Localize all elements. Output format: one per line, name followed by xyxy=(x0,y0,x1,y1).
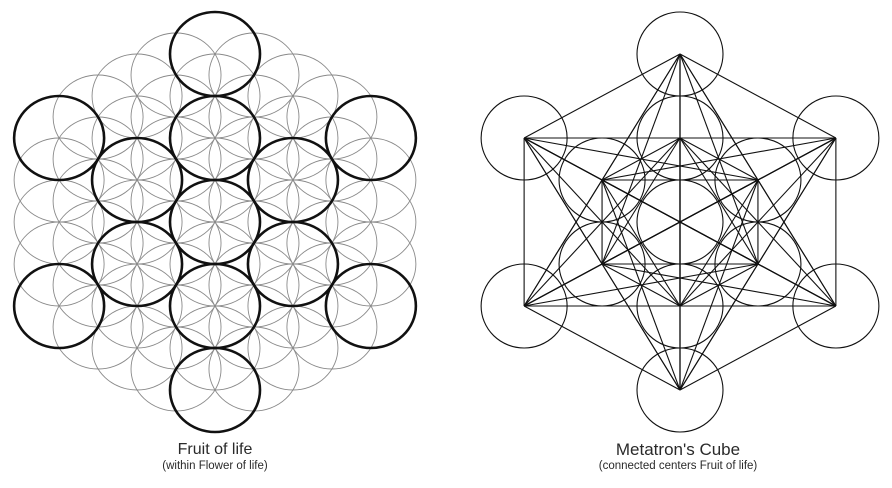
connecting-line xyxy=(679,179,759,391)
fruit-circle xyxy=(12,262,106,350)
metatron-circle xyxy=(714,137,802,223)
fruit-circle xyxy=(90,220,184,308)
fruit-circle xyxy=(12,94,106,182)
connecting-line xyxy=(523,53,681,139)
fruit-of-life-circles xyxy=(12,10,418,434)
connecting-line xyxy=(523,137,837,307)
connecting-line xyxy=(679,53,759,265)
fruit-of-life-subtitle: (within Flower of life) xyxy=(162,460,268,472)
connecting-line xyxy=(524,137,759,181)
metatrons-cube-title: Metatron's Cube xyxy=(615,440,741,459)
metatrons-cube-circles xyxy=(480,11,880,433)
metatrons-cube-lines xyxy=(523,53,837,391)
fruit-circle xyxy=(324,94,418,182)
metatron-circle xyxy=(480,95,568,181)
fruit-of-life-title: Fruit of life xyxy=(177,441,253,458)
fruit-circle xyxy=(246,136,340,224)
fruit-circle xyxy=(168,346,262,434)
fruit-circle xyxy=(324,262,418,350)
connecting-line xyxy=(679,137,837,391)
metatrons-cube-subtitle: (connected centers Fruit of life) xyxy=(598,460,758,472)
metatron-circle xyxy=(636,11,724,97)
metatron-circle xyxy=(792,263,880,349)
connecting-line xyxy=(524,263,759,307)
connecting-line xyxy=(679,53,837,139)
connecting-line xyxy=(679,305,837,391)
flower-circle xyxy=(325,137,417,223)
metatron-circle xyxy=(480,263,568,349)
flower-of-life-pattern xyxy=(13,11,417,433)
metatron-circle xyxy=(792,95,880,181)
metatron-circle xyxy=(558,221,646,307)
connecting-line xyxy=(523,305,681,391)
fruit-circle xyxy=(168,10,262,98)
metatron-circle xyxy=(636,347,724,433)
